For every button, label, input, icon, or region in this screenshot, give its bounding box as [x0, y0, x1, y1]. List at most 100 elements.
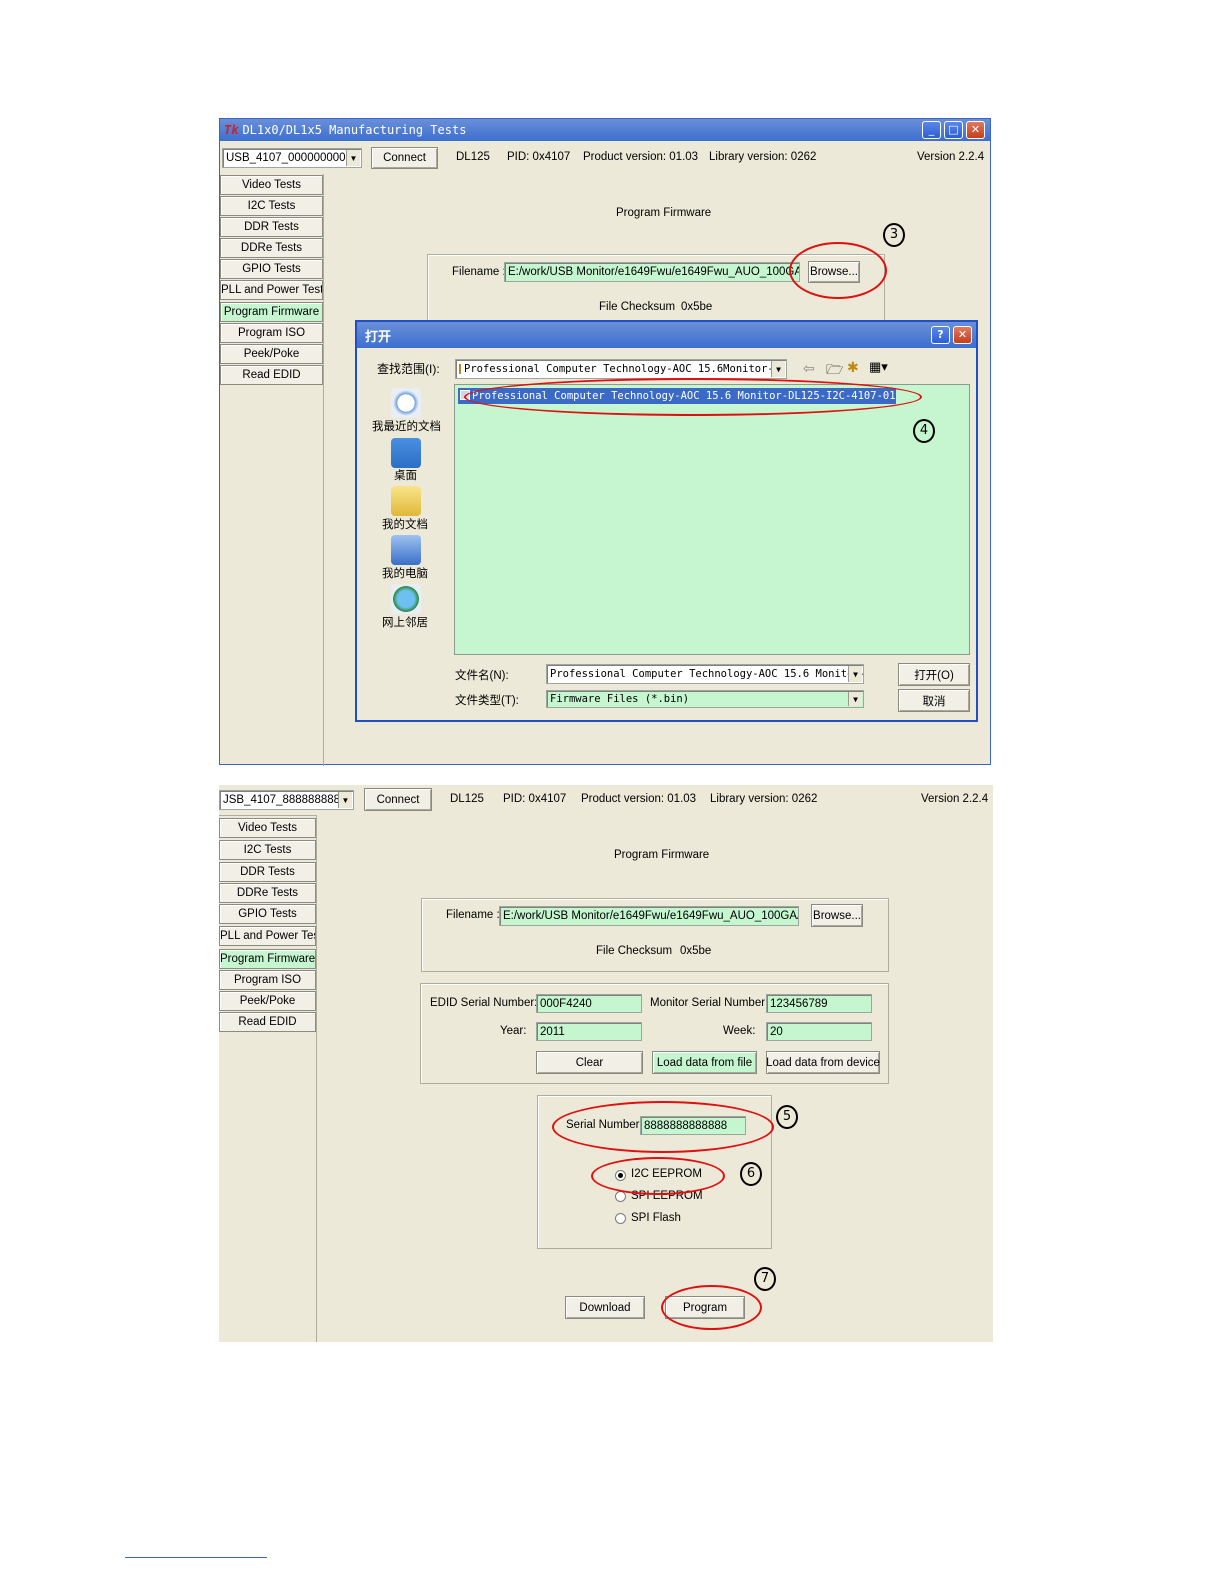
download-button[interactable]: Download — [565, 1296, 645, 1319]
section-title-2: Program Firmware — [614, 849, 710, 861]
week-input[interactable]: 20 — [766, 1022, 872, 1041]
title-bar: Tk DL1x0/DL1x5 Manufacturing Tests _ □ ✕ — [220, 119, 990, 141]
nav-gpio-tests[interactable]: GPIO Tests — [219, 904, 316, 924]
file-list[interactable]: Professional Computer Technology-AOC 15.… — [454, 384, 970, 655]
nav-pll-power-test[interactable]: PLL and Power Test — [219, 926, 316, 946]
filename-label-2: Filename : — [446, 909, 500, 921]
edid-serial-label: EDID Serial Number: — [430, 997, 538, 1009]
maximize-icon[interactable]: □ — [944, 121, 963, 139]
nav-read-edid[interactable]: Read EDID — [220, 365, 323, 385]
week-label: Week: — [723, 1025, 756, 1037]
nav-video-tests[interactable]: Video Tests — [220, 175, 323, 195]
nav-program-iso[interactable]: Program ISO — [219, 970, 316, 990]
place-my-documents[interactable]: 我的文档 — [382, 519, 428, 531]
radio-spi-flash[interactable] — [615, 1213, 626, 1224]
chip-label: DL125 — [456, 151, 490, 163]
load-from-file-button[interactable]: Load data from file — [652, 1051, 757, 1074]
view-menu-icon[interactable]: ▦▾ — [869, 359, 888, 374]
place-recent[interactable]: 我最近的文档 — [372, 421, 441, 433]
edid-group — [420, 983, 889, 1084]
nav-peek-poke[interactable]: Peek/Poke — [219, 991, 316, 1011]
test-nav: Video Tests I2C Tests DDR Tests DDRe Tes… — [220, 174, 324, 766]
filetype-select-value: Firmware Files (*.bin) — [550, 693, 690, 705]
checksum-label-2: File Checksum — [596, 945, 673, 957]
nav-ddr-tests[interactable]: DDR Tests — [219, 862, 316, 882]
app-logo-icon: Tk — [224, 123, 239, 137]
firmware-file-group-2 — [421, 898, 889, 972]
place-network[interactable]: 网上邻居 — [382, 617, 428, 629]
dialog-title-bar: 打开 ? ✕ — [357, 322, 976, 348]
my-documents-icon[interactable] — [391, 486, 421, 516]
annotation-step-6: 6 — [740, 1162, 762, 1186]
edid-serial-input[interactable]: 000F4240 — [536, 994, 642, 1013]
back-icon[interactable]: ⇦ — [803, 360, 815, 376]
minimize-icon[interactable]: _ — [922, 121, 941, 139]
checksum-value-2: 0x5be — [680, 945, 712, 957]
nav-i2c-tests[interactable]: I2C Tests — [220, 196, 323, 216]
footnote-divider — [125, 1557, 267, 1558]
product-version-label-2: Product version: 01.03 — [581, 793, 697, 805]
annotation-oval-program — [661, 1285, 762, 1330]
filename-combobox[interactable]: Professional Computer Technology-AOC 15.… — [546, 664, 864, 684]
new-folder-icon[interactable]: ✱ — [847, 359, 859, 375]
open-file-dialog: 打开 ? ✕ 查找范围(I): Professional Computer Te… — [355, 320, 978, 722]
open-button[interactable]: 打开(O) — [898, 663, 970, 686]
clear-button[interactable]: Clear — [536, 1051, 643, 1074]
device-select[interactable]: USB_4107_0000000000( ▼ — [222, 148, 362, 168]
year-label: Year: — [500, 1025, 527, 1037]
nav-ddre-tests[interactable]: DDRe Tests — [219, 883, 316, 903]
year-input[interactable]: 2011 — [536, 1022, 642, 1041]
cancel-button[interactable]: 取消 — [898, 689, 970, 712]
monitor-serial-input[interactable]: 123456789 — [766, 994, 872, 1013]
chip-label-2: DL125 — [450, 793, 484, 805]
nav-program-firmware[interactable]: Program Firmware — [219, 949, 316, 969]
network-places-icon[interactable] — [391, 584, 421, 614]
nav-read-edid[interactable]: Read EDID — [219, 1012, 316, 1032]
dialog-close-icon[interactable]: ✕ — [953, 326, 972, 344]
place-my-computer[interactable]: 我的电脑 — [382, 568, 428, 580]
radio-spi-flash-label[interactable]: SPI Flash — [631, 1212, 681, 1224]
nav-video-tests[interactable]: Video Tests — [219, 818, 316, 838]
dialog-title: 打开 — [365, 329, 392, 345]
close-icon[interactable]: ✕ — [966, 121, 985, 139]
help-icon[interactable]: ? — [931, 326, 950, 344]
my-computer-icon[interactable] — [391, 535, 421, 565]
filename-input[interactable]: E:/work/USB Monitor/e1649Fwu/e1649Fwu_AU… — [504, 262, 800, 282]
lookin-value: Professional Computer Technology-AOC 15.… — [464, 363, 787, 375]
nav-i2c-tests[interactable]: I2C Tests — [219, 840, 316, 860]
filetype-chevron-down-icon[interactable]: ▼ — [848, 692, 862, 706]
nav-ddr-tests[interactable]: DDR Tests — [220, 217, 323, 237]
radio-spi-eeprom[interactable] — [615, 1191, 626, 1202]
filename-chevron-down-icon[interactable]: ▼ — [848, 666, 862, 682]
nav-pll-power-test[interactable]: PLL and Power Test — [220, 280, 323, 300]
checksum-value: 0x5be — [681, 301, 713, 313]
chevron-down-icon[interactable]: ▼ — [338, 792, 352, 808]
nav-program-iso[interactable]: Program ISO — [220, 323, 323, 343]
device-select-value: USB_4107_0000000000( — [226, 152, 356, 164]
test-nav-2: Video Tests I2C Tests DDR Tests DDRe Tes… — [219, 815, 317, 1342]
nav-gpio-tests[interactable]: GPIO Tests — [220, 259, 323, 279]
lookin-select[interactable]: Professional Computer Technology-AOC 15.… — [455, 359, 787, 379]
browse-button-2[interactable]: Browse... — [811, 904, 863, 927]
place-desktop[interactable]: 桌面 — [394, 470, 417, 482]
up-folder-icon[interactable]: 🗁 — [826, 361, 844, 377]
recent-documents-icon[interactable] — [391, 388, 421, 418]
library-version-label: Library version: 0262 — [709, 151, 817, 163]
nav-program-firmware[interactable]: Program Firmware — [220, 302, 323, 322]
nav-ddre-tests[interactable]: DDRe Tests — [220, 238, 323, 258]
chevron-down-icon[interactable]: ▼ — [346, 150, 360, 166]
connect-button-2[interactable]: Connect — [364, 788, 432, 811]
filetype-select[interactable]: Firmware Files (*.bin) ▼ — [546, 690, 864, 708]
monitor-serial-label: Monitor Serial Number: — [650, 997, 769, 1009]
desktop-icon[interactable] — [391, 438, 421, 468]
filename-input-2[interactable]: E:/work/USB Monitor/e1649Fwu/e1649Fwu_AU… — [499, 906, 799, 926]
load-from-device-button[interactable]: Load data from device — [766, 1051, 880, 1074]
annotation-oval-browse — [789, 242, 887, 299]
nav-peek-poke[interactable]: Peek/Poke — [220, 344, 323, 364]
filename-field-label: 文件名(N): — [455, 670, 509, 682]
folder-icon — [459, 364, 461, 374]
device-select-2[interactable]: JSB_4107_8888888888I ▼ — [219, 790, 354, 810]
pid-label: PID: 0x4107 — [507, 151, 571, 163]
connect-button[interactable]: Connect — [371, 147, 438, 169]
lookin-chevron-down-icon[interactable]: ▼ — [771, 361, 785, 377]
